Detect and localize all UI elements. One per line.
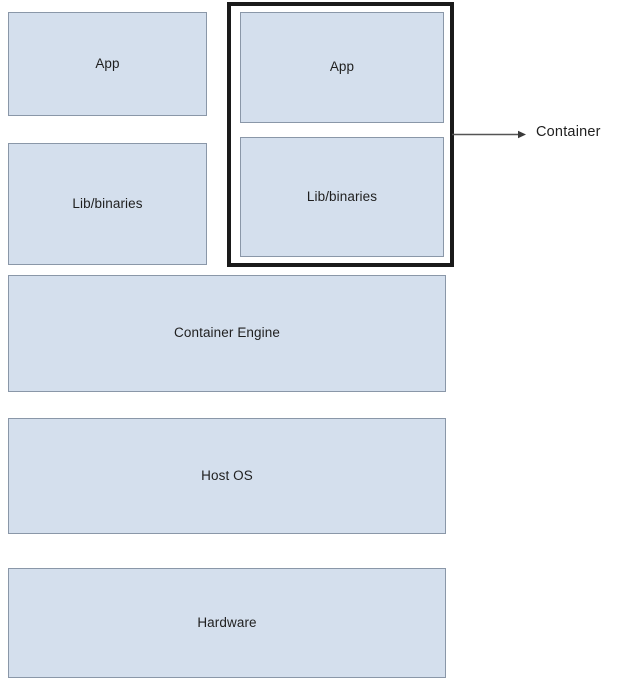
node-app-container[interactable]: App: [240, 12, 444, 123]
node-hardware[interactable]: Hardware: [8, 568, 446, 678]
node-container-engine[interactable]: Container Engine: [8, 275, 446, 392]
node-app-container-label: App: [329, 59, 355, 75]
node-hardware-label: Hardware: [197, 614, 257, 630]
container-annotation-label: Container: [536, 124, 601, 140]
node-lib-binaries-left-label: Lib/binaries: [72, 195, 143, 211]
node-host-os-label: Host OS: [201, 467, 253, 483]
node-app-left[interactable]: App: [8, 12, 207, 116]
node-app-left-label: App: [95, 55, 120, 71]
node-container-engine-label: Container Engine: [174, 325, 280, 341]
node-lib-binaries-container[interactable]: Lib/binaries: [240, 137, 444, 257]
node-host-os[interactable]: Host OS: [8, 418, 446, 534]
node-lib-binaries-container-label: Lib/binaries: [306, 188, 378, 204]
container-annotation-arrow-icon: [452, 120, 532, 150]
node-lib-binaries-left[interactable]: Lib/binaries: [8, 143, 207, 265]
